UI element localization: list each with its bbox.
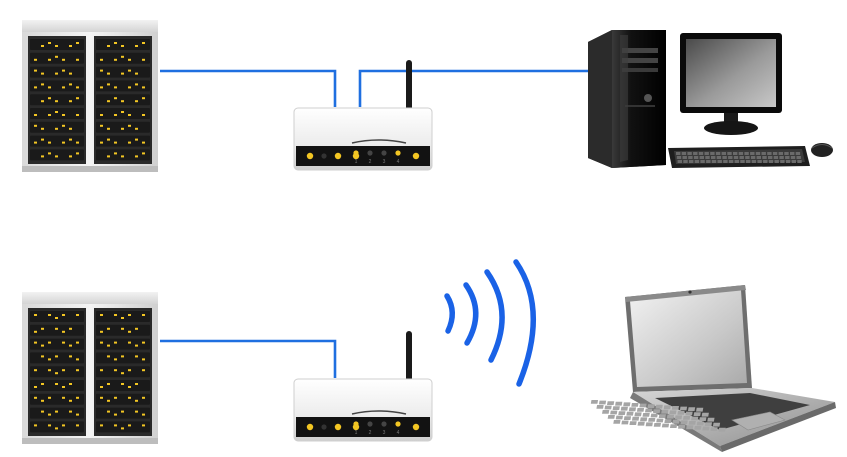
router-icon: 1 2 3 4: [293, 331, 433, 442]
antenna: [406, 331, 412, 383]
port-label: 1: [355, 430, 358, 436]
cables: [160, 69, 590, 378]
routers: 1 2 3 4 1 2 3 4: [293, 60, 433, 442]
port-label: 3: [383, 159, 386, 165]
port-led: [381, 150, 387, 156]
port-label: 2: [369, 430, 372, 436]
desktop-computer-icon: [588, 30, 833, 168]
laptop-icon: [590, 285, 836, 452]
port-led: [353, 150, 359, 156]
port-label: 2: [369, 159, 372, 165]
port-led: [353, 421, 359, 427]
port-label: 4: [397, 159, 400, 165]
wifi-arc-4: [513, 259, 536, 387]
wifi-arc-3: [484, 269, 505, 363]
port-led: [367, 150, 373, 156]
wifi-arc-2: [463, 282, 479, 346]
server-rack-icon: [22, 20, 158, 172]
port-led: [395, 421, 401, 427]
port-led: [381, 421, 387, 427]
server-1-to-router-1-cable: [160, 69, 337, 107]
port-label: 3: [383, 430, 386, 436]
servers: [22, 20, 158, 444]
port-led: [395, 150, 401, 156]
router-icon: 1 2 3 4: [293, 60, 433, 171]
port-led: [367, 421, 373, 427]
wifi-signal-icon: [444, 259, 536, 387]
port-label: 4: [397, 430, 400, 436]
laptop-keyboard: [590, 400, 726, 432]
server-rack-icon: [22, 292, 158, 444]
router-1-to-desktop-cable: [358, 69, 590, 107]
server-2-to-router-2-cable: [160, 339, 337, 378]
port-label: 1: [355, 159, 358, 165]
wifi-arc-1: [444, 293, 455, 334]
antenna: [406, 60, 412, 112]
keyboard-keys: [676, 152, 802, 163]
